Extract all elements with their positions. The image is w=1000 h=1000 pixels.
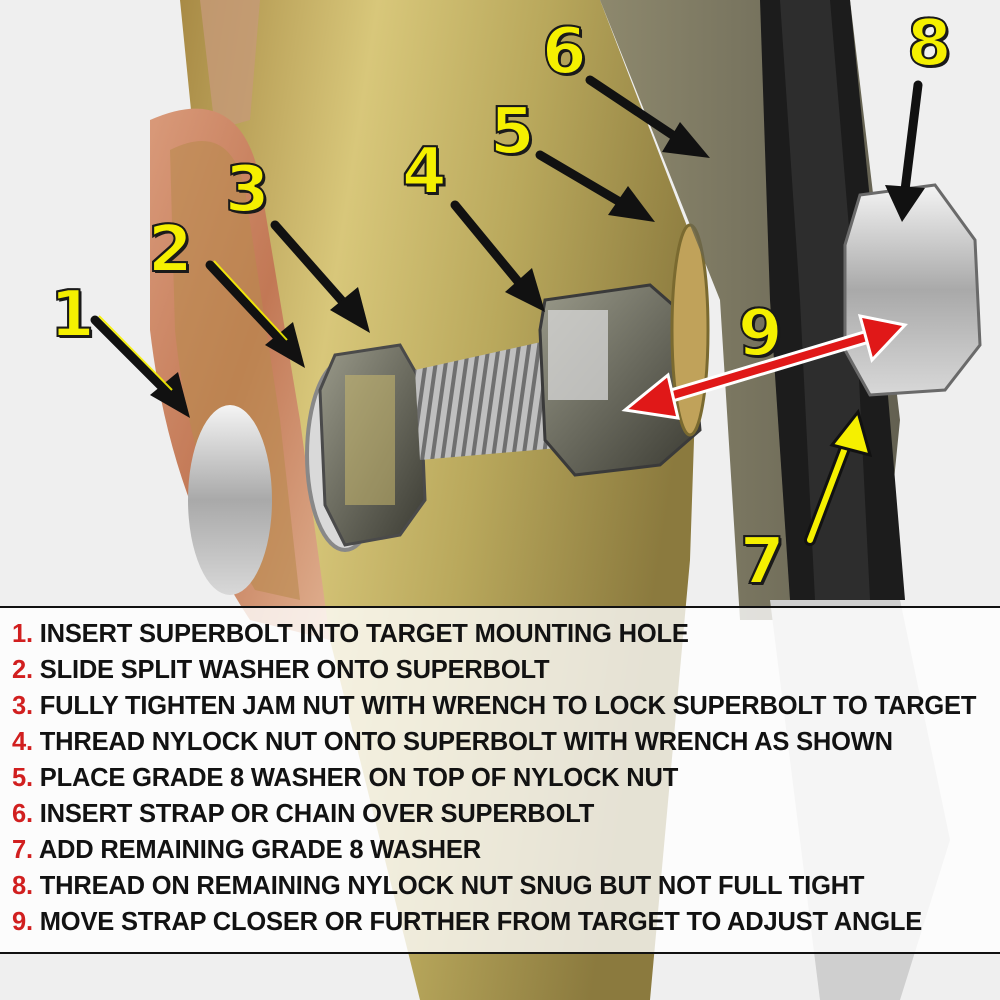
step-text: PLACE GRADE 8 WASHER ON TOP OF NYLOCK NU… — [39, 764, 679, 792]
callout-3: 3 — [224, 153, 271, 227]
step-text: INSERT STRAP OR CHAIN OVER SUPERBOLT — [39, 800, 595, 828]
step-number: 8. — [12, 872, 33, 900]
step-number: 7. — [12, 836, 33, 864]
step-number: 6. — [12, 800, 33, 828]
step-1: 1. INSERT SUPERBOLT INTO TARGET MOUNTING… — [12, 616, 1000, 652]
callout-9: 9 — [737, 297, 784, 371]
step-number: 3. — [12, 692, 33, 720]
callout-5: 5 — [489, 95, 536, 169]
step-8: 8. THREAD ON REMAINING NYLOCK NUT SNUG B… — [12, 868, 1000, 904]
step-9: 9. MOVE STRAP CLOSER OR FURTHER FROM TAR… — [12, 904, 1000, 940]
callout-2: 2 — [147, 213, 194, 287]
callout-6: 6 — [541, 15, 588, 89]
step-text: INSERT SUPERBOLT INTO TARGET MOUNTING HO… — [39, 620, 689, 648]
step-number: 4. — [12, 728, 33, 756]
callout-8: 8 — [906, 7, 953, 81]
step-number: 5. — [12, 764, 33, 792]
step-5: 5. PLACE GRADE 8 WASHER ON TOP OF NYLOCK… — [12, 760, 1000, 796]
step-3: 3. FULLY TIGHTEN JAM NUT WITH WRENCH TO … — [12, 688, 1000, 724]
step-number: 1. — [12, 620, 33, 648]
callout-4: 4 — [401, 135, 448, 209]
step-text: THREAD NYLOCK NUT ONTO SUPERBOLT WITH WR… — [39, 728, 893, 756]
step-number: 9. — [12, 908, 33, 936]
step-text: THREAD ON REMAINING NYLOCK NUT SNUG BUT … — [39, 872, 865, 900]
step-6: 6. INSERT STRAP OR CHAIN OVER SUPERBOLT — [12, 796, 1000, 832]
instructions-panel: 1. INSERT SUPERBOLT INTO TARGET MOUNTING… — [0, 606, 1000, 954]
step-text: SLIDE SPLIT WASHER ONTO SUPERBOLT — [39, 656, 550, 684]
callout-7: 7 — [739, 525, 786, 599]
step-number: 2. — [12, 656, 33, 684]
step-text: MOVE STRAP CLOSER OR FURTHER FROM TARGET… — [39, 908, 923, 936]
step-text: FULLY TIGHTEN JAM NUT WITH WRENCH TO LOC… — [39, 692, 977, 720]
step-text: ADD REMAINING GRADE 8 WASHER — [38, 836, 481, 864]
step-4: 4. THREAD NYLOCK NUT ONTO SUPERBOLT WITH… — [12, 724, 1000, 760]
step-7: 7. ADD REMAINING GRADE 8 WASHER — [12, 832, 1000, 868]
callout-1: 1 — [49, 278, 96, 352]
step-2: 2. SLIDE SPLIT WASHER ONTO SUPERBOLT — [12, 652, 1000, 688]
